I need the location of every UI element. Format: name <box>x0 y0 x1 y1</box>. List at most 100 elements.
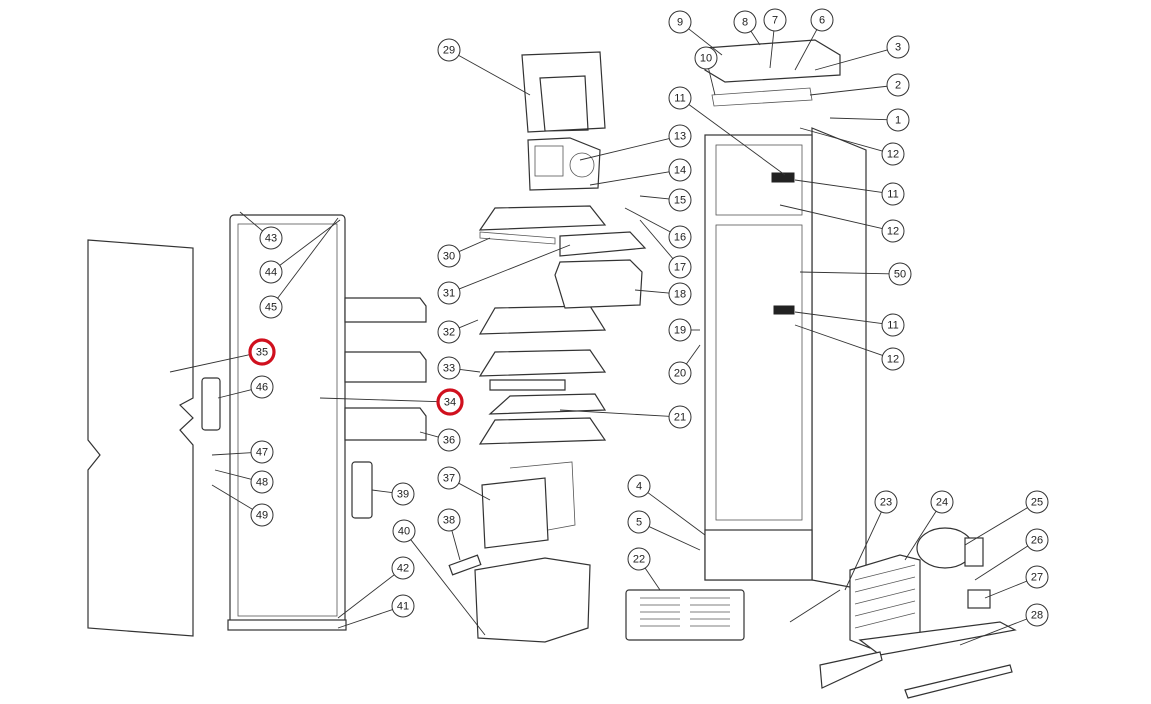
callout-22[interactable]: 22 <box>627 547 651 571</box>
leader-line-24 <box>904 511 937 561</box>
leader-line-34 <box>319 397 440 403</box>
callout-25[interactable]: 25 <box>1025 490 1049 514</box>
leader-line-21 <box>559 409 670 417</box>
callout-label: 25 <box>1031 497 1043 509</box>
cabinet-bottom <box>704 529 813 581</box>
callout-circle <box>250 375 274 399</box>
callout-2[interactable]: 2 <box>886 73 910 97</box>
glass-shelves <box>478 205 607 445</box>
callout-label: 3 <box>895 42 901 54</box>
callout-21[interactable]: 21 <box>668 405 692 429</box>
callout-45[interactable]: 45 <box>259 295 283 319</box>
cabinet-side <box>811 127 867 591</box>
callout-11[interactable]: 11 <box>881 182 905 206</box>
callout-17[interactable]: 17 <box>668 255 692 279</box>
leader-lines <box>169 28 1029 646</box>
callout-48[interactable]: 48 <box>250 470 274 494</box>
callout-circle <box>810 8 834 32</box>
callout-23[interactable]: 23 <box>874 490 898 514</box>
leader-line-41 <box>337 609 393 629</box>
callout-30[interactable]: 30 <box>437 244 461 268</box>
callout-50[interactable]: 50 <box>888 262 912 286</box>
callout-15[interactable]: 15 <box>668 188 692 212</box>
callout-label: 16 <box>674 232 686 244</box>
callout-circle <box>250 503 274 527</box>
callout-31[interactable]: 31 <box>437 281 461 305</box>
leader-line-46 <box>217 389 252 399</box>
callout-18[interactable]: 18 <box>668 282 692 306</box>
callout-19[interactable]: 19 <box>668 318 692 342</box>
callout-10[interactable]: 10 <box>694 46 718 70</box>
leader-line-27 <box>984 580 1027 599</box>
callout-label: 17 <box>674 262 686 274</box>
callout-44[interactable]: 44 <box>259 260 283 284</box>
callout-circle <box>886 108 910 132</box>
callout-circle <box>437 356 461 380</box>
callout-14[interactable]: 14 <box>668 158 692 182</box>
callout-13[interactable]: 13 <box>668 124 692 148</box>
leader-line-13 <box>579 138 670 161</box>
callout-8[interactable]: 8 <box>733 10 757 34</box>
callout-37[interactable]: 37 <box>437 466 461 490</box>
callout-11[interactable]: 11 <box>668 86 692 110</box>
leader-line-43 <box>239 211 263 232</box>
callout-7[interactable]: 7 <box>763 8 787 32</box>
callout-29[interactable]: 29 <box>437 38 461 62</box>
callout-circle <box>391 556 415 580</box>
leader-line-10 <box>708 68 716 96</box>
door-outer-panel <box>87 239 194 637</box>
callout-42[interactable]: 42 <box>391 556 415 580</box>
callout-label: 41 <box>397 601 409 613</box>
callout-41[interactable]: 41 <box>391 594 415 618</box>
callout-38[interactable]: 38 <box>437 508 461 532</box>
callout-40[interactable]: 40 <box>392 519 416 543</box>
callout-26[interactable]: 26 <box>1025 528 1049 552</box>
callout-9[interactable]: 9 <box>668 10 692 34</box>
callout-4[interactable]: 4 <box>627 474 651 498</box>
callout-5[interactable]: 5 <box>627 510 651 534</box>
callout-label: 11 <box>887 320 898 332</box>
callout-circle <box>259 226 283 250</box>
callout-12[interactable]: 12 <box>881 347 905 371</box>
callout-circle <box>668 318 692 342</box>
callout-circle <box>437 320 461 344</box>
callout-24[interactable]: 24 <box>930 490 954 514</box>
callout-20[interactable]: 20 <box>668 361 692 385</box>
callout-circle <box>437 466 461 490</box>
callout-circle <box>668 361 692 385</box>
callout-label: 9 <box>677 17 683 29</box>
callout-circle <box>437 281 461 305</box>
door-frame <box>229 214 346 626</box>
callout-46[interactable]: 46 <box>250 375 274 399</box>
callout-12[interactable]: 12 <box>881 142 905 166</box>
callout-43[interactable]: 43 <box>259 226 283 250</box>
callout-6[interactable]: 6 <box>810 8 834 32</box>
callout-label: 38 <box>443 515 455 527</box>
callout-label: 2 <box>895 80 901 92</box>
callout-49[interactable]: 49 <box>250 503 274 527</box>
callout-circle <box>392 519 416 543</box>
callout-33[interactable]: 33 <box>437 356 461 380</box>
callout-label: 36 <box>443 435 455 447</box>
callout-3[interactable]: 3 <box>886 35 910 59</box>
door-bins <box>344 297 427 441</box>
leader-line-47 <box>211 452 252 456</box>
callout-36[interactable]: 36 <box>437 428 461 452</box>
callout-11[interactable]: 11 <box>881 313 905 337</box>
callout-39[interactable]: 39 <box>391 482 415 506</box>
callout-32[interactable]: 32 <box>437 320 461 344</box>
callout-34-highlighted[interactable]: 34 <box>436 388 464 416</box>
callout-circle <box>1025 528 1049 552</box>
callout-35-highlighted[interactable]: 35 <box>248 338 276 366</box>
callout-1[interactable]: 1 <box>886 108 910 132</box>
callout-16[interactable]: 16 <box>668 225 692 249</box>
callout-label: 31 <box>443 288 455 300</box>
leader-line-12 <box>779 204 883 229</box>
callout-27[interactable]: 27 <box>1025 565 1049 589</box>
leader-line-11 <box>794 311 883 324</box>
callout-12[interactable]: 12 <box>881 219 905 243</box>
callout-47[interactable]: 47 <box>250 440 274 464</box>
callout-28[interactable]: 28 <box>1025 603 1049 627</box>
